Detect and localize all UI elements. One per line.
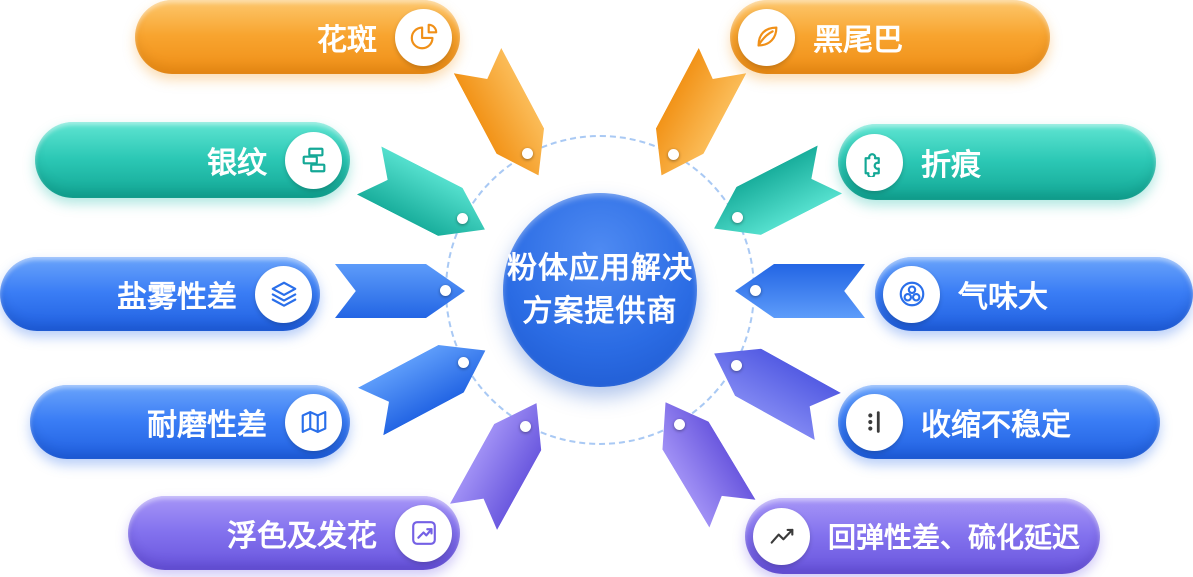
orbit-dot xyxy=(750,285,761,296)
node-qiwei: 气味大 xyxy=(875,257,1193,331)
orbit-dot xyxy=(522,148,533,159)
puzzle-icon xyxy=(846,133,903,191)
orbit-dot xyxy=(457,213,468,224)
shrink-dots-icon xyxy=(846,393,903,451)
node-huitan: 回弹性差、硫化延迟 xyxy=(745,498,1100,574)
trend-box-icon xyxy=(395,504,452,562)
node-heiweiba: 黑尾巴 xyxy=(730,0,1050,74)
pie-chart-icon xyxy=(395,8,452,66)
node-label: 耐磨性差 xyxy=(147,409,267,442)
node-yinwen: 银纹 xyxy=(35,122,350,198)
node-label: 盐雾性差 xyxy=(117,281,237,314)
center-title-line1: 粉体应用解决 xyxy=(507,252,693,285)
node-label: 花斑 xyxy=(317,24,377,57)
node-zhehen: 折痕 xyxy=(838,124,1156,200)
node-shousuo: 收缩不稳定 xyxy=(838,385,1160,459)
map-icon xyxy=(285,393,342,451)
node-label: 气味大 xyxy=(958,281,1048,314)
orbit-dot xyxy=(674,419,685,430)
orbit-dot xyxy=(668,149,679,160)
layers-icon xyxy=(255,265,312,323)
node-huaban: 花斑 xyxy=(135,0,460,74)
node-label: 折痕 xyxy=(921,149,981,182)
leaf-icon xyxy=(738,8,795,66)
orbit-dot xyxy=(520,421,531,432)
orbit-dot xyxy=(732,212,743,223)
node-naimo: 耐磨性差 xyxy=(30,385,350,459)
aroma-circles-icon xyxy=(883,265,940,323)
orbit-dot xyxy=(458,357,469,368)
line-chart-icon xyxy=(753,507,810,565)
node-yanwu: 盐雾性差 xyxy=(0,257,320,331)
node-label: 收缩不稳定 xyxy=(921,409,1071,442)
node-label: 浮色及发花 xyxy=(227,520,377,553)
node-label: 黑尾巴 xyxy=(813,24,903,57)
center-node: 粉体应用解决 方案提供商 xyxy=(503,193,697,387)
orbit-dot xyxy=(440,285,451,296)
node-fuse: 浮色及发花 xyxy=(128,496,460,570)
center-title-line2: 方案提供商 xyxy=(522,295,678,328)
node-label: 银纹 xyxy=(207,147,267,180)
bricks-icon xyxy=(285,131,342,189)
node-label: 回弹性差、硫化延迟 xyxy=(828,522,1081,553)
orbit-dot xyxy=(731,360,742,371)
